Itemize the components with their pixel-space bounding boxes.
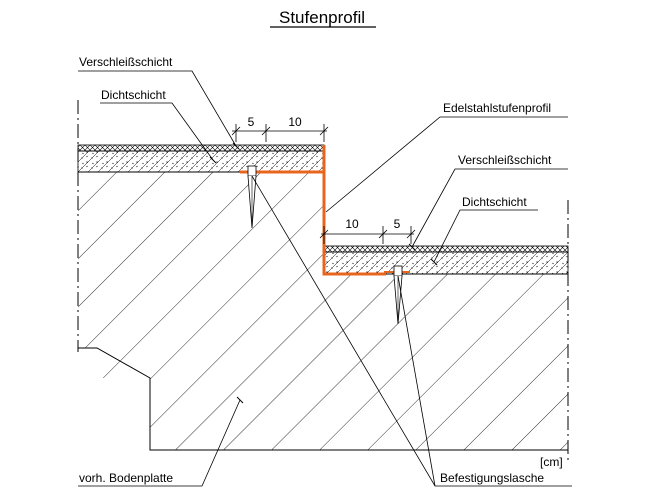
- upper-anchor: [247, 165, 257, 229]
- label-upper-seal-layer: Dichtschicht: [101, 88, 166, 102]
- label-lower-seal-layer: Dichtschicht: [462, 195, 527, 209]
- leader-lines: [78, 70, 572, 487]
- lower-seal-layer: [323, 251, 569, 275]
- label-profile: Edelstahlstufenprofil: [443, 101, 551, 115]
- concrete-body: [78, 172, 568, 450]
- drawing-title: Stufenprofil: [279, 8, 365, 27]
- upper-dim-10: 10: [288, 115, 302, 129]
- stainless-step-profile: [240, 145, 386, 276]
- upper-wear-layer: [77, 144, 325, 152]
- lower-dimension: [319, 226, 416, 244]
- upper-dim-5: 5: [248, 115, 255, 129]
- upper-dimension: [231, 124, 329, 142]
- label-fixing-tab: Befestigungslasche: [440, 471, 544, 485]
- label-upper-wear-layer: Verschleißschicht: [79, 55, 173, 69]
- upper-seal-layer: [77, 150, 325, 173]
- label-unit: [cm]: [540, 455, 563, 469]
- leader-ticks: [209, 142, 438, 404]
- label-base-slab: vorh. Bodenplatte: [79, 471, 173, 485]
- concrete-outline: [78, 347, 568, 451]
- label-lower-wear-layer: Verschleißschicht: [458, 153, 552, 167]
- lower-dim-5: 5: [394, 217, 401, 231]
- lower-dim-10: 10: [345, 217, 359, 231]
- lower-wear-layer: [323, 245, 569, 253]
